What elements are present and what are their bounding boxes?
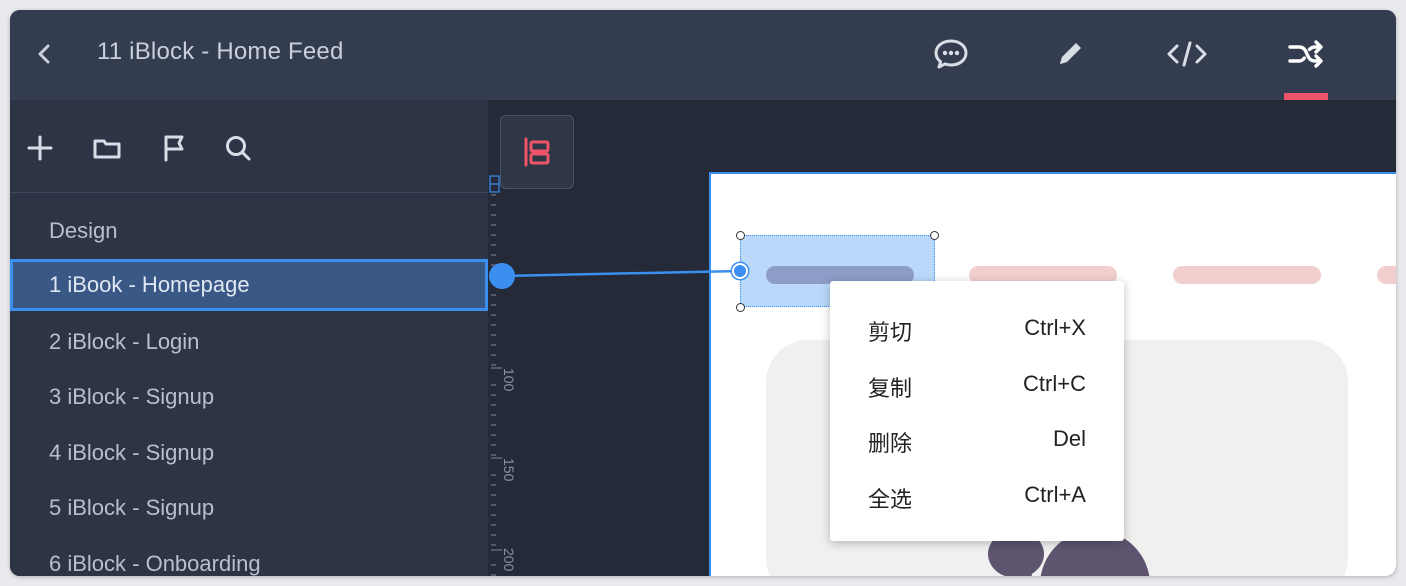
menu-item-shortcut: Del (1052, 426, 1086, 451)
app-window: 11 iBlock - Home Feed (10, 10, 1396, 576)
sidebar-item-label: 6 iBlock - Onboarding (49, 551, 261, 576)
sidebar-item-label: 1 iBook - Homepage (49, 272, 250, 297)
sidebar-item-label: 3 iBlock - Signup (49, 384, 215, 409)
edit-button[interactable] (1048, 32, 1092, 76)
menu-item-shortcut: Ctrl+A (1024, 482, 1086, 507)
ruler-label: 200 (501, 548, 517, 572)
menu-item-delete[interactable]: 删除 Del (830, 412, 1124, 468)
folder-icon (93, 139, 121, 159)
flag-icon (164, 135, 184, 162)
flag-button[interactable] (158, 132, 190, 164)
context-menu: 剪切 Ctrl+X 复制 Ctrl+C 删除 Del 全选 Ctrl+A (830, 281, 1124, 541)
resize-handle[interactable] (736, 303, 745, 312)
link-connector (500, 269, 741, 278)
plus-icon (27, 135, 53, 161)
align-layout-button[interactable] (500, 115, 574, 189)
nav-pill[interactable] (1173, 266, 1321, 284)
menu-item-label: 删除 (868, 432, 913, 457)
menu-item-label: 剪切 (868, 321, 913, 346)
prototype-button[interactable] (1284, 32, 1328, 76)
sidebar-item-label: Design (49, 218, 118, 243)
document-title: 11 iBlock - Home Feed (97, 38, 344, 65)
active-tab-indicator (1284, 93, 1328, 100)
code-icon (1167, 41, 1207, 67)
resize-handle[interactable] (930, 231, 939, 240)
sidebar-group-design[interactable]: Design (10, 205, 488, 257)
align-left-icon (524, 137, 550, 167)
menu-item-label: 复制 (868, 377, 913, 402)
sidebar-item[interactable]: 2 iBlock - Login (10, 316, 488, 368)
pages-sidebar: Design 1 iBook - Homepage 2 iBlock - Log… (10, 100, 488, 576)
sidebar-item[interactable]: 4 iBlock - Signup (10, 427, 488, 479)
sidebar-item[interactable]: 3 iBlock - Signup (10, 371, 488, 423)
sidebar-item-selected[interactable]: 1 iBook - Homepage (10, 259, 488, 311)
comments-button[interactable] (929, 32, 973, 76)
sidebar-item[interactable]: 5 iBlock - Signup (10, 482, 488, 534)
menu-item-select-all[interactable]: 全选 Ctrl+A (830, 468, 1124, 524)
resize-handle[interactable] (736, 231, 745, 240)
menu-item-label: 全选 (868, 488, 913, 513)
add-page-button[interactable] (24, 132, 56, 164)
shuffle-icon (1288, 40, 1323, 68)
sidebar-toolbar (10, 100, 488, 193)
chat-icon (934, 39, 968, 69)
sidebar-item-label: 2 iBlock - Login (49, 329, 200, 354)
pencil-icon (1060, 43, 1081, 64)
illustration-shape (1010, 567, 1032, 576)
search-button[interactable] (222, 132, 254, 164)
title-bar: 11 iBlock - Home Feed (10, 10, 1396, 100)
menu-item-shortcut: Ctrl+C (1023, 371, 1086, 396)
back-button[interactable] (32, 39, 58, 69)
sidebar-item-label: 5 iBlock - Signup (49, 495, 215, 520)
nav-pill[interactable] (1377, 266, 1396, 284)
menu-item-copy[interactable]: 复制 Ctrl+C (830, 357, 1124, 413)
chevron-left-icon (38, 44, 50, 64)
ruler-label: 100 (501, 368, 517, 392)
sidebar-item-label: 4 iBlock - Signup (49, 440, 215, 465)
add-folder-button[interactable] (91, 132, 123, 164)
code-button[interactable] (1165, 32, 1209, 76)
link-target-handle[interactable] (732, 263, 748, 279)
menu-item-shortcut: Ctrl+X (1024, 315, 1086, 340)
menu-item-cut[interactable]: 剪切 Ctrl+X (830, 301, 1124, 357)
nav-pill[interactable] (969, 266, 1117, 284)
link-source-handle[interactable] (489, 263, 515, 289)
search-icon (226, 136, 251, 161)
sidebar-item[interactable]: 6 iBlock - Onboarding (10, 538, 488, 576)
ruler-label: 150 (501, 458, 517, 482)
